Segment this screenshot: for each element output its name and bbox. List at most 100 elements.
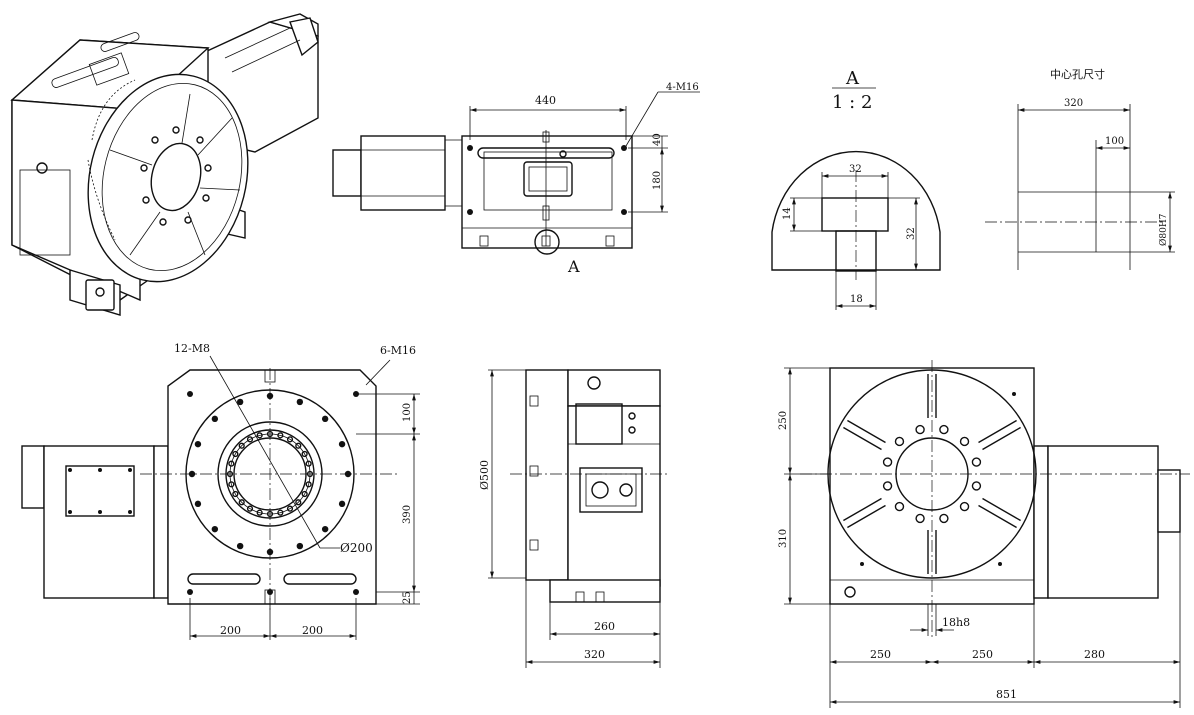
hole (882, 457, 893, 467)
hole (277, 432, 284, 439)
dim-180: 180 (652, 171, 663, 190)
hole (232, 450, 239, 458)
detail-a-scale: 1 : 2 (832, 92, 872, 113)
side-view (488, 369, 670, 668)
hole (939, 424, 949, 435)
hole (236, 542, 244, 550)
hole (295, 442, 302, 449)
hole (295, 499, 302, 506)
dim-250-b: 250 (972, 648, 993, 661)
front-bolt-circle-inner (226, 430, 314, 518)
dim-200-right: 200 (302, 624, 323, 637)
dim-250-vertical: 250 (778, 411, 789, 430)
hole (301, 450, 308, 458)
isometric-view (10, 13, 319, 316)
hole (194, 500, 202, 508)
hole (226, 470, 234, 478)
hole (321, 415, 329, 423)
front-view (21, 355, 420, 640)
hole (882, 481, 893, 491)
t-slot-line (843, 426, 882, 451)
dim-d500: Ø500 (478, 460, 491, 490)
callout-4m16: 4-M16 (666, 82, 699, 93)
t-slot-line (847, 504, 886, 529)
hole (894, 501, 905, 512)
dim-32-side: 32 (906, 227, 917, 240)
hole (286, 505, 294, 512)
hole (959, 436, 970, 447)
t-slot-line (982, 497, 1021, 522)
t-slot-line (978, 419, 1017, 444)
hole (338, 500, 346, 508)
dim-100-front: 100 (402, 403, 413, 422)
dim-390-front: 390 (402, 505, 413, 524)
t-slot-line (843, 497, 882, 522)
dim-440: 440 (535, 94, 556, 107)
table-slots-and-holes (843, 374, 1021, 574)
detail-a-title: A (845, 68, 860, 89)
hole (236, 398, 244, 406)
dim-260: 260 (594, 620, 615, 633)
dim-320-side: 320 (584, 648, 605, 661)
hole (232, 490, 239, 498)
dim-320-hole: 320 (1064, 98, 1083, 109)
t-slot-line (847, 419, 886, 444)
dim-310-vertical: 310 (778, 529, 789, 548)
dim-dia-80h7: Ø80H7 (1158, 213, 1169, 246)
hole (296, 398, 304, 406)
center-hole-title: 中心孔尺寸 (1050, 67, 1105, 81)
hole (301, 490, 308, 498)
hole (266, 548, 274, 556)
hole (305, 481, 312, 488)
hole (211, 415, 219, 423)
dim-18: 18 (850, 294, 863, 305)
dim-d200: Ø200 (340, 541, 373, 555)
hole (321, 525, 329, 533)
hole (296, 542, 304, 550)
dim-14: 14 (782, 207, 793, 220)
hole (211, 525, 219, 533)
hole (915, 424, 925, 435)
top-plan-view (332, 91, 700, 255)
dim-32-top: 32 (849, 164, 862, 175)
front-bolt-circle-outer (188, 392, 352, 556)
hole (894, 436, 905, 447)
center-hole-view (985, 104, 1175, 270)
hole (971, 457, 982, 467)
hole (939, 513, 949, 524)
detail-a-view (771, 87, 941, 310)
dim-100-hole: 100 (1105, 136, 1124, 147)
hole (266, 430, 274, 438)
hole (246, 436, 254, 443)
t-slot-line (978, 504, 1017, 529)
dim-40: 40 (652, 133, 663, 146)
dim-851: 851 (996, 688, 1017, 701)
dim-25-front: 25 (402, 591, 413, 604)
hole (194, 440, 202, 448)
table-view (784, 360, 1190, 708)
hole (266, 392, 274, 400)
hole (277, 509, 284, 516)
hole (266, 510, 274, 518)
t-slot-line (982, 426, 1021, 451)
hole (286, 436, 294, 443)
dim-200-left: 200 (220, 624, 241, 637)
hole (306, 470, 314, 478)
hole (188, 470, 196, 478)
hole (238, 499, 245, 506)
hole (228, 481, 235, 488)
hole (256, 432, 263, 439)
hole (971, 481, 982, 491)
hole (338, 440, 346, 448)
dim-280: 280 (1084, 648, 1105, 661)
hole (256, 509, 263, 516)
hole (228, 460, 235, 467)
hole (959, 501, 970, 512)
callout-12m8: 12-M8 (174, 342, 210, 355)
section-marker-a: A (567, 257, 580, 276)
dim-18h8: 18h8 (942, 616, 970, 629)
hole (915, 513, 925, 524)
hole (305, 460, 312, 467)
callout-6m16: 6-M16 (380, 344, 416, 357)
